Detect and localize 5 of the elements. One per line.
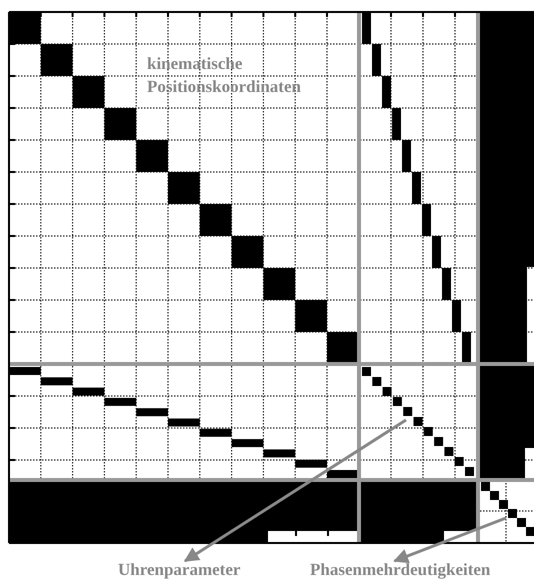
annotation-label: Phasenmehrdeutigkeiten [310, 559, 490, 580]
arrow [393, 516, 507, 564]
region-label: kinematische Positionskoordinaten [147, 53, 302, 98]
arrow [184, 418, 407, 562]
annotation-label: Uhrenparameter [118, 559, 240, 580]
